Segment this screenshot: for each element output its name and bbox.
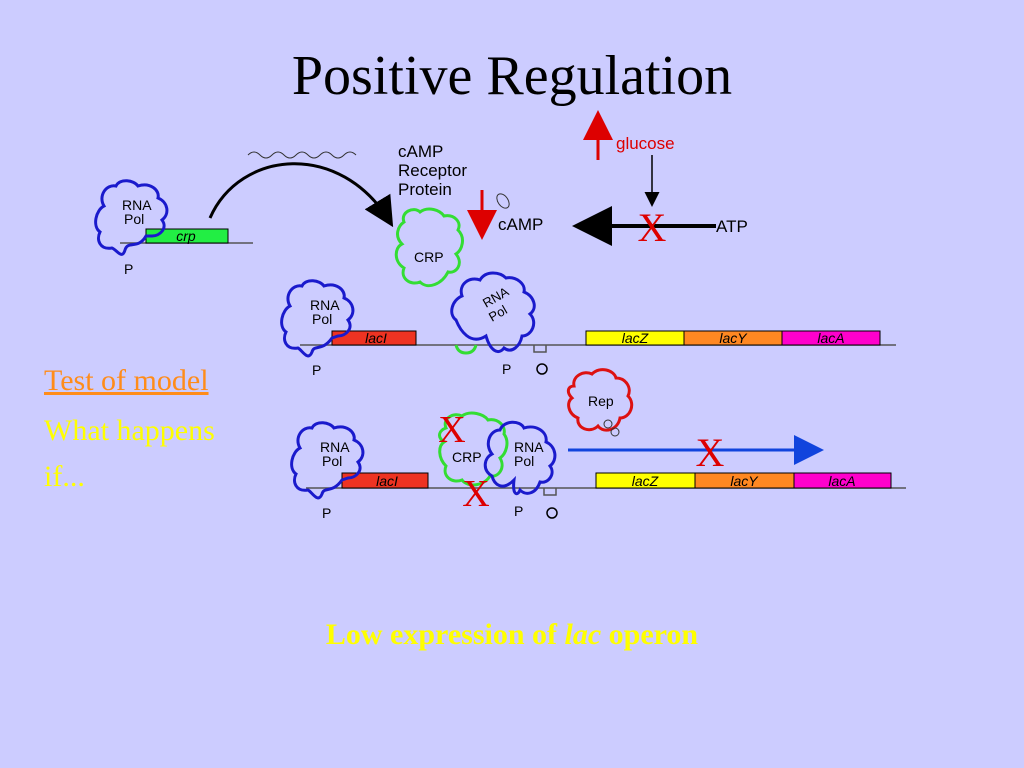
test-of-model-link-text[interactable]: Test of model [44, 364, 209, 397]
camp-label: cAMP [498, 215, 543, 234]
rna-pol-label: RNA [310, 297, 340, 313]
promoter-label: P [514, 503, 523, 519]
crp-protein-bound [438, 411, 509, 487]
repressor-protein [566, 368, 634, 432]
laca-gene [781, 330, 881, 346]
x-mark-binding: X [462, 473, 489, 515]
laci-gene-label: lacI [365, 330, 387, 346]
x-mark-crp: X [438, 409, 465, 451]
atp-label: ATP [716, 217, 748, 236]
rna-pol-crp [94, 179, 169, 256]
test-of-model-link[interactable]: Test of model [44, 364, 209, 398]
promoter-label: P [322, 505, 331, 521]
laca-gene-label: lacA [817, 330, 844, 346]
crp-label: CRP [414, 249, 444, 265]
inducer-molecule [610, 427, 620, 437]
laca-gene [793, 472, 892, 489]
rna-pol-label: Pol [124, 211, 144, 227]
side-text-line1: What happens [44, 414, 215, 447]
glucose-label: glucose [616, 134, 675, 153]
laca-gene-label: lacA [828, 473, 855, 489]
crp-protein-free [394, 207, 464, 288]
caption-italic: lac [564, 618, 602, 651]
side-text-line2: if... [44, 460, 85, 493]
rna-pol-label: Pol [312, 311, 332, 327]
lacy-gene-label: lacY [719, 330, 748, 346]
operator-label [546, 507, 558, 519]
crp-label: CRP [452, 449, 482, 465]
rna-pol-lac [483, 420, 557, 496]
lacz-gene-label: lacZ [632, 473, 659, 489]
rna-pol-label: Pol [514, 453, 534, 469]
mrna-wave [247, 151, 357, 159]
caption-after: operon [601, 618, 699, 651]
rna-pol-label: RNA [122, 197, 152, 213]
x-mark-atp: X [638, 205, 667, 250]
lacz-gene-label: lacZ [622, 330, 649, 346]
lacy-gene-label: lacY [730, 473, 759, 489]
promoter-label: P [312, 362, 321, 378]
inducer-molecule [603, 419, 613, 429]
crp-gene-label: crp [176, 228, 196, 244]
rna-pol-laci [290, 421, 365, 500]
camp-receptor-label: Protein [398, 180, 452, 199]
promoter-label: P [124, 261, 133, 277]
slide-title: Positive Regulation [291, 45, 733, 107]
operator-site [533, 345, 547, 353]
operator-site [543, 488, 557, 496]
crp-binding-site [454, 344, 478, 355]
translation-arrow [208, 162, 394, 228]
caption-before: Low expression of [325, 618, 565, 651]
caption: Low expression of lac operon [0, 618, 1024, 652]
rep-label: Rep [588, 393, 614, 409]
rna-pol-label: RNA [514, 439, 544, 455]
camp-receptor-label: Receptor [398, 161, 467, 180]
laci-gene-label: lacI [376, 473, 398, 489]
rna-pol-label: RNA [320, 439, 350, 455]
rna-pol-laci [280, 279, 355, 358]
rna-pol-lac [450, 271, 536, 353]
rna-pol-label: Pol [322, 453, 342, 469]
camp-molecule [496, 193, 510, 209]
promoter-label: P [502, 361, 511, 377]
x-mark-transcription: X [696, 430, 725, 475]
camp-receptor-label: cAMP [398, 142, 443, 161]
operator-label [536, 363, 548, 375]
